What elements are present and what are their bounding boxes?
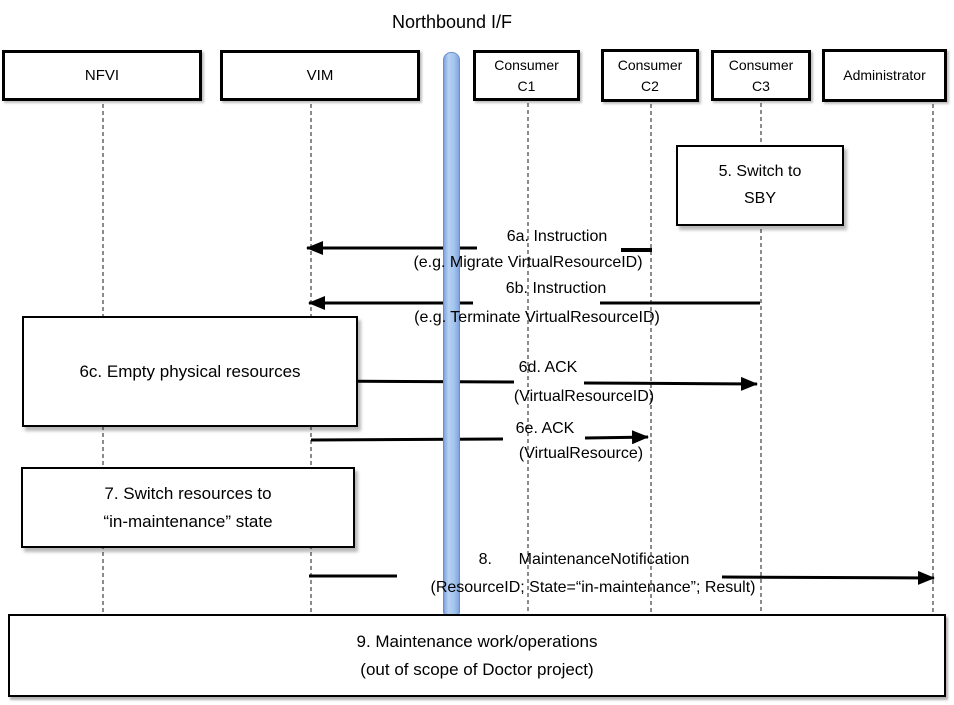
actor-consumer-c3: Consumer C3 (711, 50, 811, 101)
note-switch-resources-line1: 7. Switch resources to (104, 484, 272, 504)
actor-c1-sublabel: C1 (517, 77, 536, 94)
note-switch-resources-line2: “in-maintenance” state (103, 511, 273, 531)
message-6d-detail: (VirtualResourceID) (513, 388, 655, 405)
arrow-6e-ack (584, 430, 649, 445)
arrow-8-notification (721, 570, 935, 585)
actor-c2-sublabel: C2 (641, 77, 659, 94)
actor-nfvi-label: NFVI (84, 66, 120, 84)
note-maintenance-work-line1: 9. Maintenance work/operations (356, 632, 598, 652)
note-empty-physical-resources: 6c. Empty physical resources (22, 316, 358, 427)
actor-c2-label: Consumer (617, 57, 683, 74)
actor-consumer-c2: Consumer C2 (601, 49, 699, 102)
actor-nfvi: NFVI (2, 50, 202, 101)
note-switch-to-sby-line2: SBY (743, 189, 776, 207)
message-8-detail: (ResourceID; State=“in-maintenance”; Res… (430, 579, 756, 596)
actor-vim-label: VIM (306, 66, 334, 84)
message-6d-label: 6d. ACK (518, 359, 578, 376)
message-6e-label: 6e. ACK (515, 420, 575, 437)
actor-c3-label: Consumer (728, 57, 794, 74)
arrow-6e-ack-tail (310, 437, 504, 442)
note-empty-physical-resources-text: 6c. Empty physical resources (79, 361, 301, 381)
actor-vim: VIM (220, 50, 420, 101)
actor-administrator: Administrator (822, 49, 947, 102)
message-6a-label: 6a. Instruction (506, 228, 608, 245)
actor-consumer-c1: Consumer C1 (473, 50, 580, 101)
actor-c1-label: Consumer (494, 57, 559, 74)
note-maintenance-work-line2: (out of scope of Doctor project) (360, 659, 594, 679)
note-switch-to-sby-line1: 5. Switch to (718, 163, 802, 181)
actor-administrator-label: Administrator (843, 67, 926, 84)
message-6a-detail: (e.g. Migrate VirtualResourceID) (413, 254, 643, 271)
message-6b-label: 6b. Instruction (505, 280, 607, 297)
arrow-6d-ack (583, 376, 758, 391)
diagram-title: Northbound I/F (391, 12, 513, 32)
actor-c3-sublabel: C3 (752, 77, 770, 94)
message-8-label: 8. MaintenanceNotification (478, 551, 690, 568)
note-maintenance-work: 9. Maintenance work/operations (out of s… (8, 614, 946, 697)
note-switch-resources-maintenance: 7. Switch resources to “in-maintenance” … (21, 467, 355, 548)
northbound-interface-bar (443, 52, 460, 615)
message-6b-detail: (e.g. Terminate VirtualResourceID) (414, 309, 660, 326)
message-6e-detail: (VirtualResource) (518, 445, 644, 462)
note-switch-to-sby: 5. Switch to SBY (676, 145, 844, 226)
